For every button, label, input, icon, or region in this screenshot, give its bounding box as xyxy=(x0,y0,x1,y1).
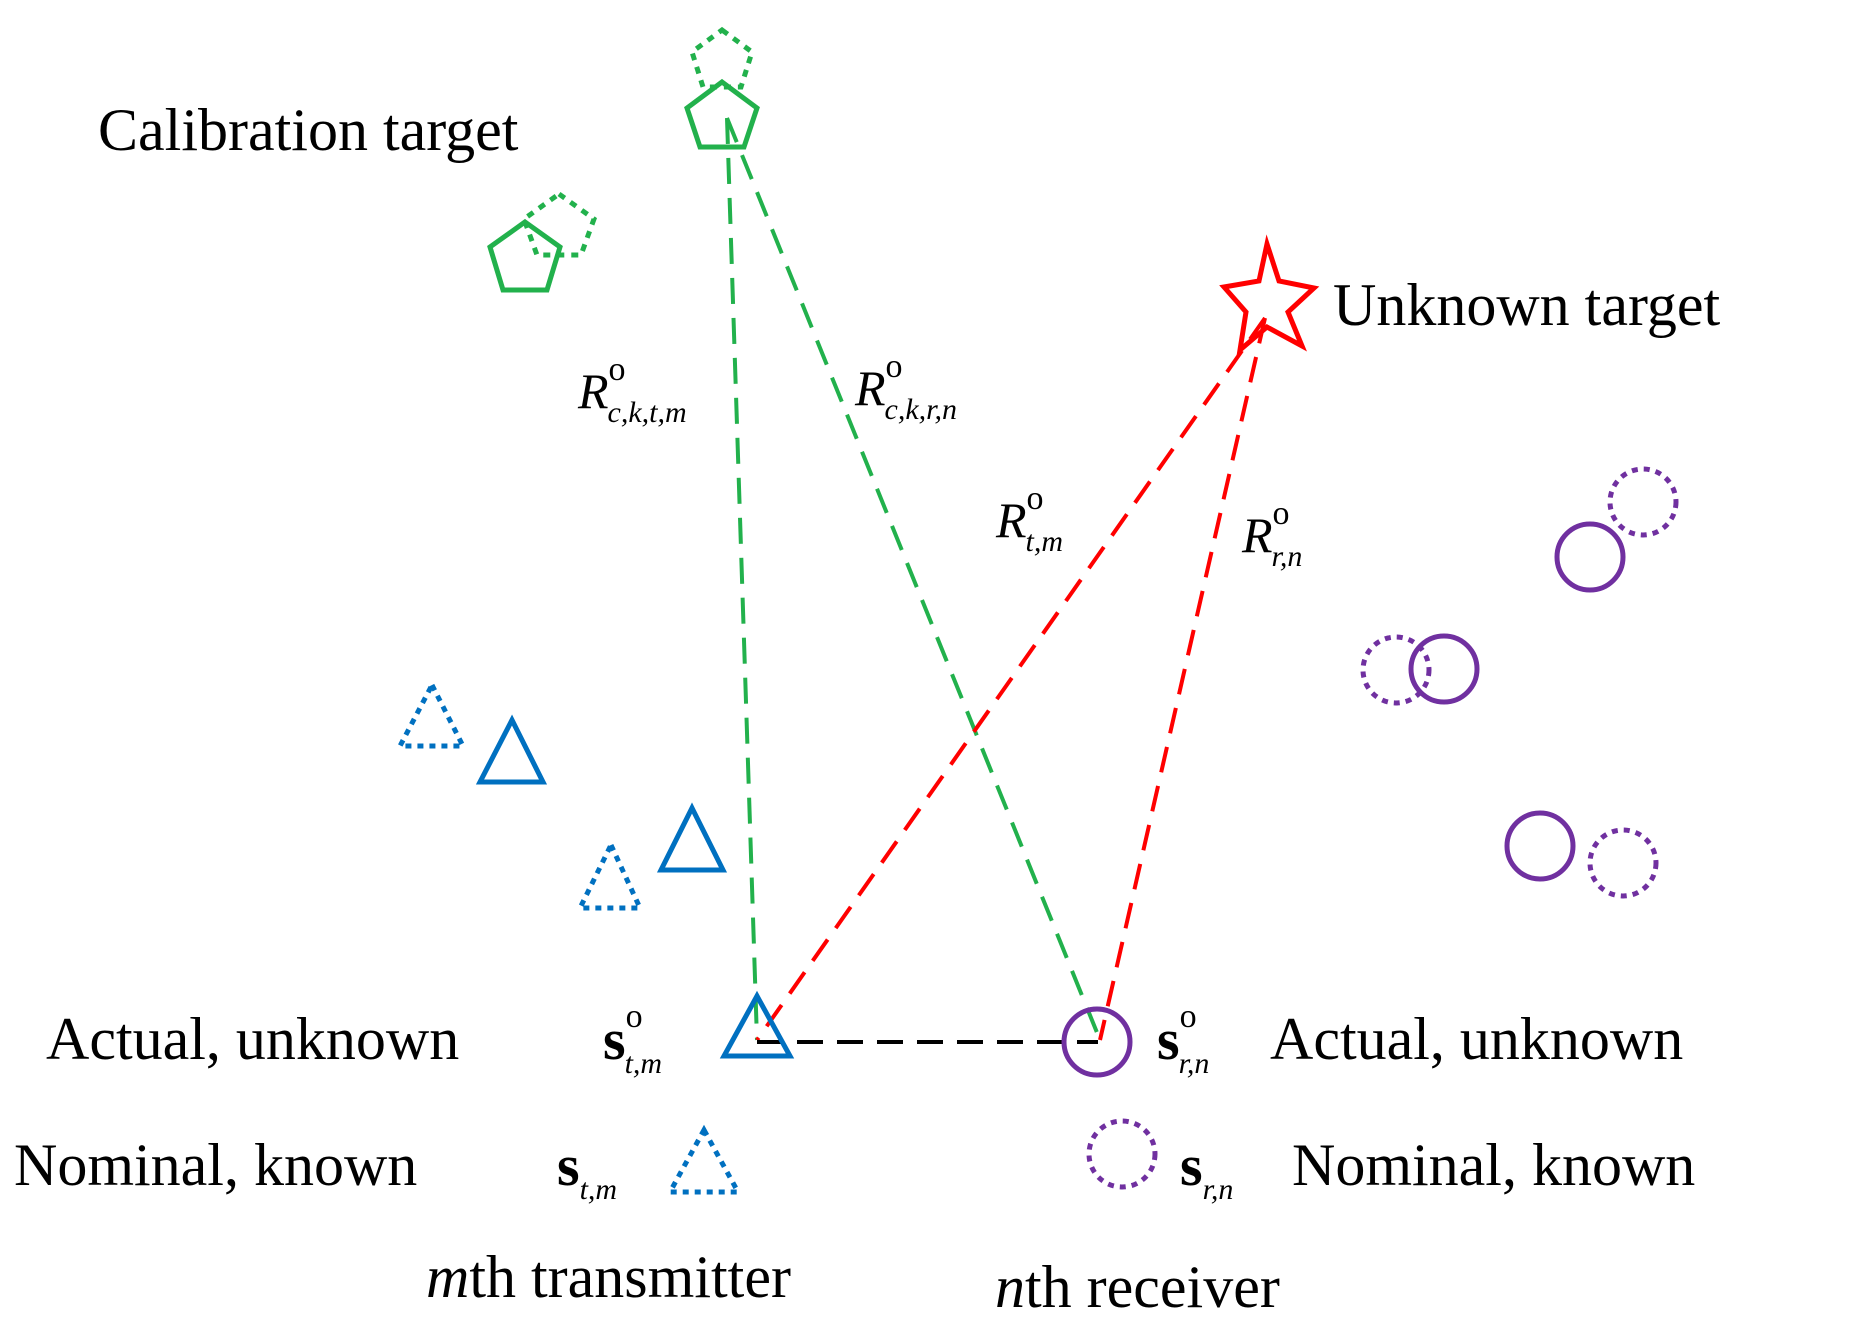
transmitter-actual-label: Actual, unknown xyxy=(46,1006,459,1072)
circle-icon xyxy=(1360,634,1432,706)
transmitters xyxy=(395,679,795,1195)
circle-icon xyxy=(1587,827,1659,899)
receiver-actual-label: Actual, unknown xyxy=(1270,1006,1683,1072)
triangle-icon xyxy=(656,802,728,873)
pentagon-icon xyxy=(487,218,563,293)
calibration-to-receiver-line xyxy=(725,117,1102,1041)
triangle-icon xyxy=(665,1124,743,1195)
unknown-target-label: Unknown target xyxy=(1333,272,1720,338)
circle-icon xyxy=(1086,1118,1158,1190)
circle-icon xyxy=(1504,810,1576,882)
circle-icon xyxy=(1061,1006,1133,1078)
star-icon xyxy=(1219,234,1320,357)
mth-transmitter-caption: mth transmitter xyxy=(426,1244,791,1310)
triangle-icon xyxy=(719,990,795,1059)
unknown-target-to-transmitter-line xyxy=(755,316,1267,1042)
triangle-icon xyxy=(575,839,644,911)
triangle-icon xyxy=(475,714,548,785)
calibration-to-transmitter-line xyxy=(725,117,759,1041)
transmitter-nominal-label: Nominal, known xyxy=(14,1132,417,1198)
transmitter-nominal-symbol: st,m xyxy=(557,1133,617,1206)
circle-icon xyxy=(1554,521,1626,593)
pentagon-icon xyxy=(684,78,760,150)
receiver-nominal-label: Nominal, known xyxy=(1292,1132,1695,1198)
pentagon-icon xyxy=(689,26,755,90)
calibration-targets xyxy=(487,26,760,293)
calibration-target-label: Calibration target xyxy=(98,97,519,163)
nth-receiver-caption: nth receiver xyxy=(995,1254,1280,1320)
receiver-nominal-symbol: sr,n xyxy=(1180,1133,1233,1206)
receivers xyxy=(1061,466,1679,1190)
range-lines xyxy=(725,117,1267,1044)
triangle-icon xyxy=(395,679,468,749)
circle-icon xyxy=(1607,466,1679,538)
circle-icon xyxy=(1408,633,1480,705)
unknown-target-to-receiver-line xyxy=(1098,317,1267,1041)
